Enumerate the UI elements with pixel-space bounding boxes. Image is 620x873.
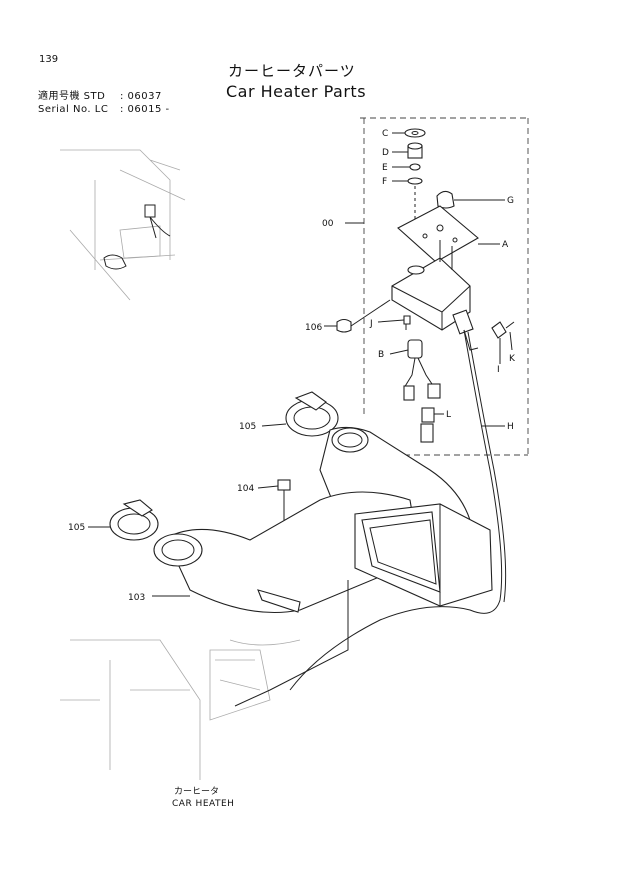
serial-row-2: Serial No. LC : 06015 - [38,104,169,115]
callout-f: F [382,177,387,187]
callout-a: A [502,240,509,250]
callout-j: J [369,319,373,329]
duct-and-heater [152,426,493,614]
knob-g [436,190,505,209]
control-plate-a [397,205,500,263]
title-japanese: カーヒータパーツ [228,62,356,80]
connector-b [389,339,441,401]
callout-105-upper: 105 [239,422,256,432]
callout-l: L [446,410,451,420]
serial-row-1-value: : 06037 [120,91,162,102]
switch-box [391,240,479,351]
callout-104: 104 [237,484,254,494]
assembly-bracket [345,117,529,456]
callout-c: C [382,129,388,139]
callout-105-lower: 105 [68,523,85,533]
callout-00: 00 [322,219,334,229]
caption-english: CAR HEATEH [172,799,235,809]
control-cable-h [289,329,507,691]
callout-i: I [497,365,500,375]
lower-sketch [60,580,349,780]
serial-row-1-label: 適用号機 STD [38,91,106,102]
callout-g: G [507,196,514,206]
serial-row-1: 適用号機 STD : 06037 [38,91,161,102]
serial-row-2-value: : 06015 - [120,104,170,115]
callout-106: 106 [305,323,322,333]
fitting-ik [491,321,515,364]
screws [324,299,411,333]
callout-h: H [507,422,514,432]
page-number: 139 [39,54,59,65]
caption-japanese: カーヒータ [174,787,220,797]
hose-clamp-lower [88,499,159,541]
callout-d: D [382,148,389,158]
callout-e: E [382,163,388,173]
connector-l [420,407,444,443]
locator-sketch [60,149,186,301]
serial-row-2-label: Serial No. LC [38,104,109,115]
callout-b: B [378,350,384,360]
title-english: Car Heater Parts [226,82,367,101]
callout-k: K [509,354,516,364]
hose-clamp-upper [261,391,339,437]
hardware-stack [392,128,426,226]
callout-103: 103 [128,593,145,603]
